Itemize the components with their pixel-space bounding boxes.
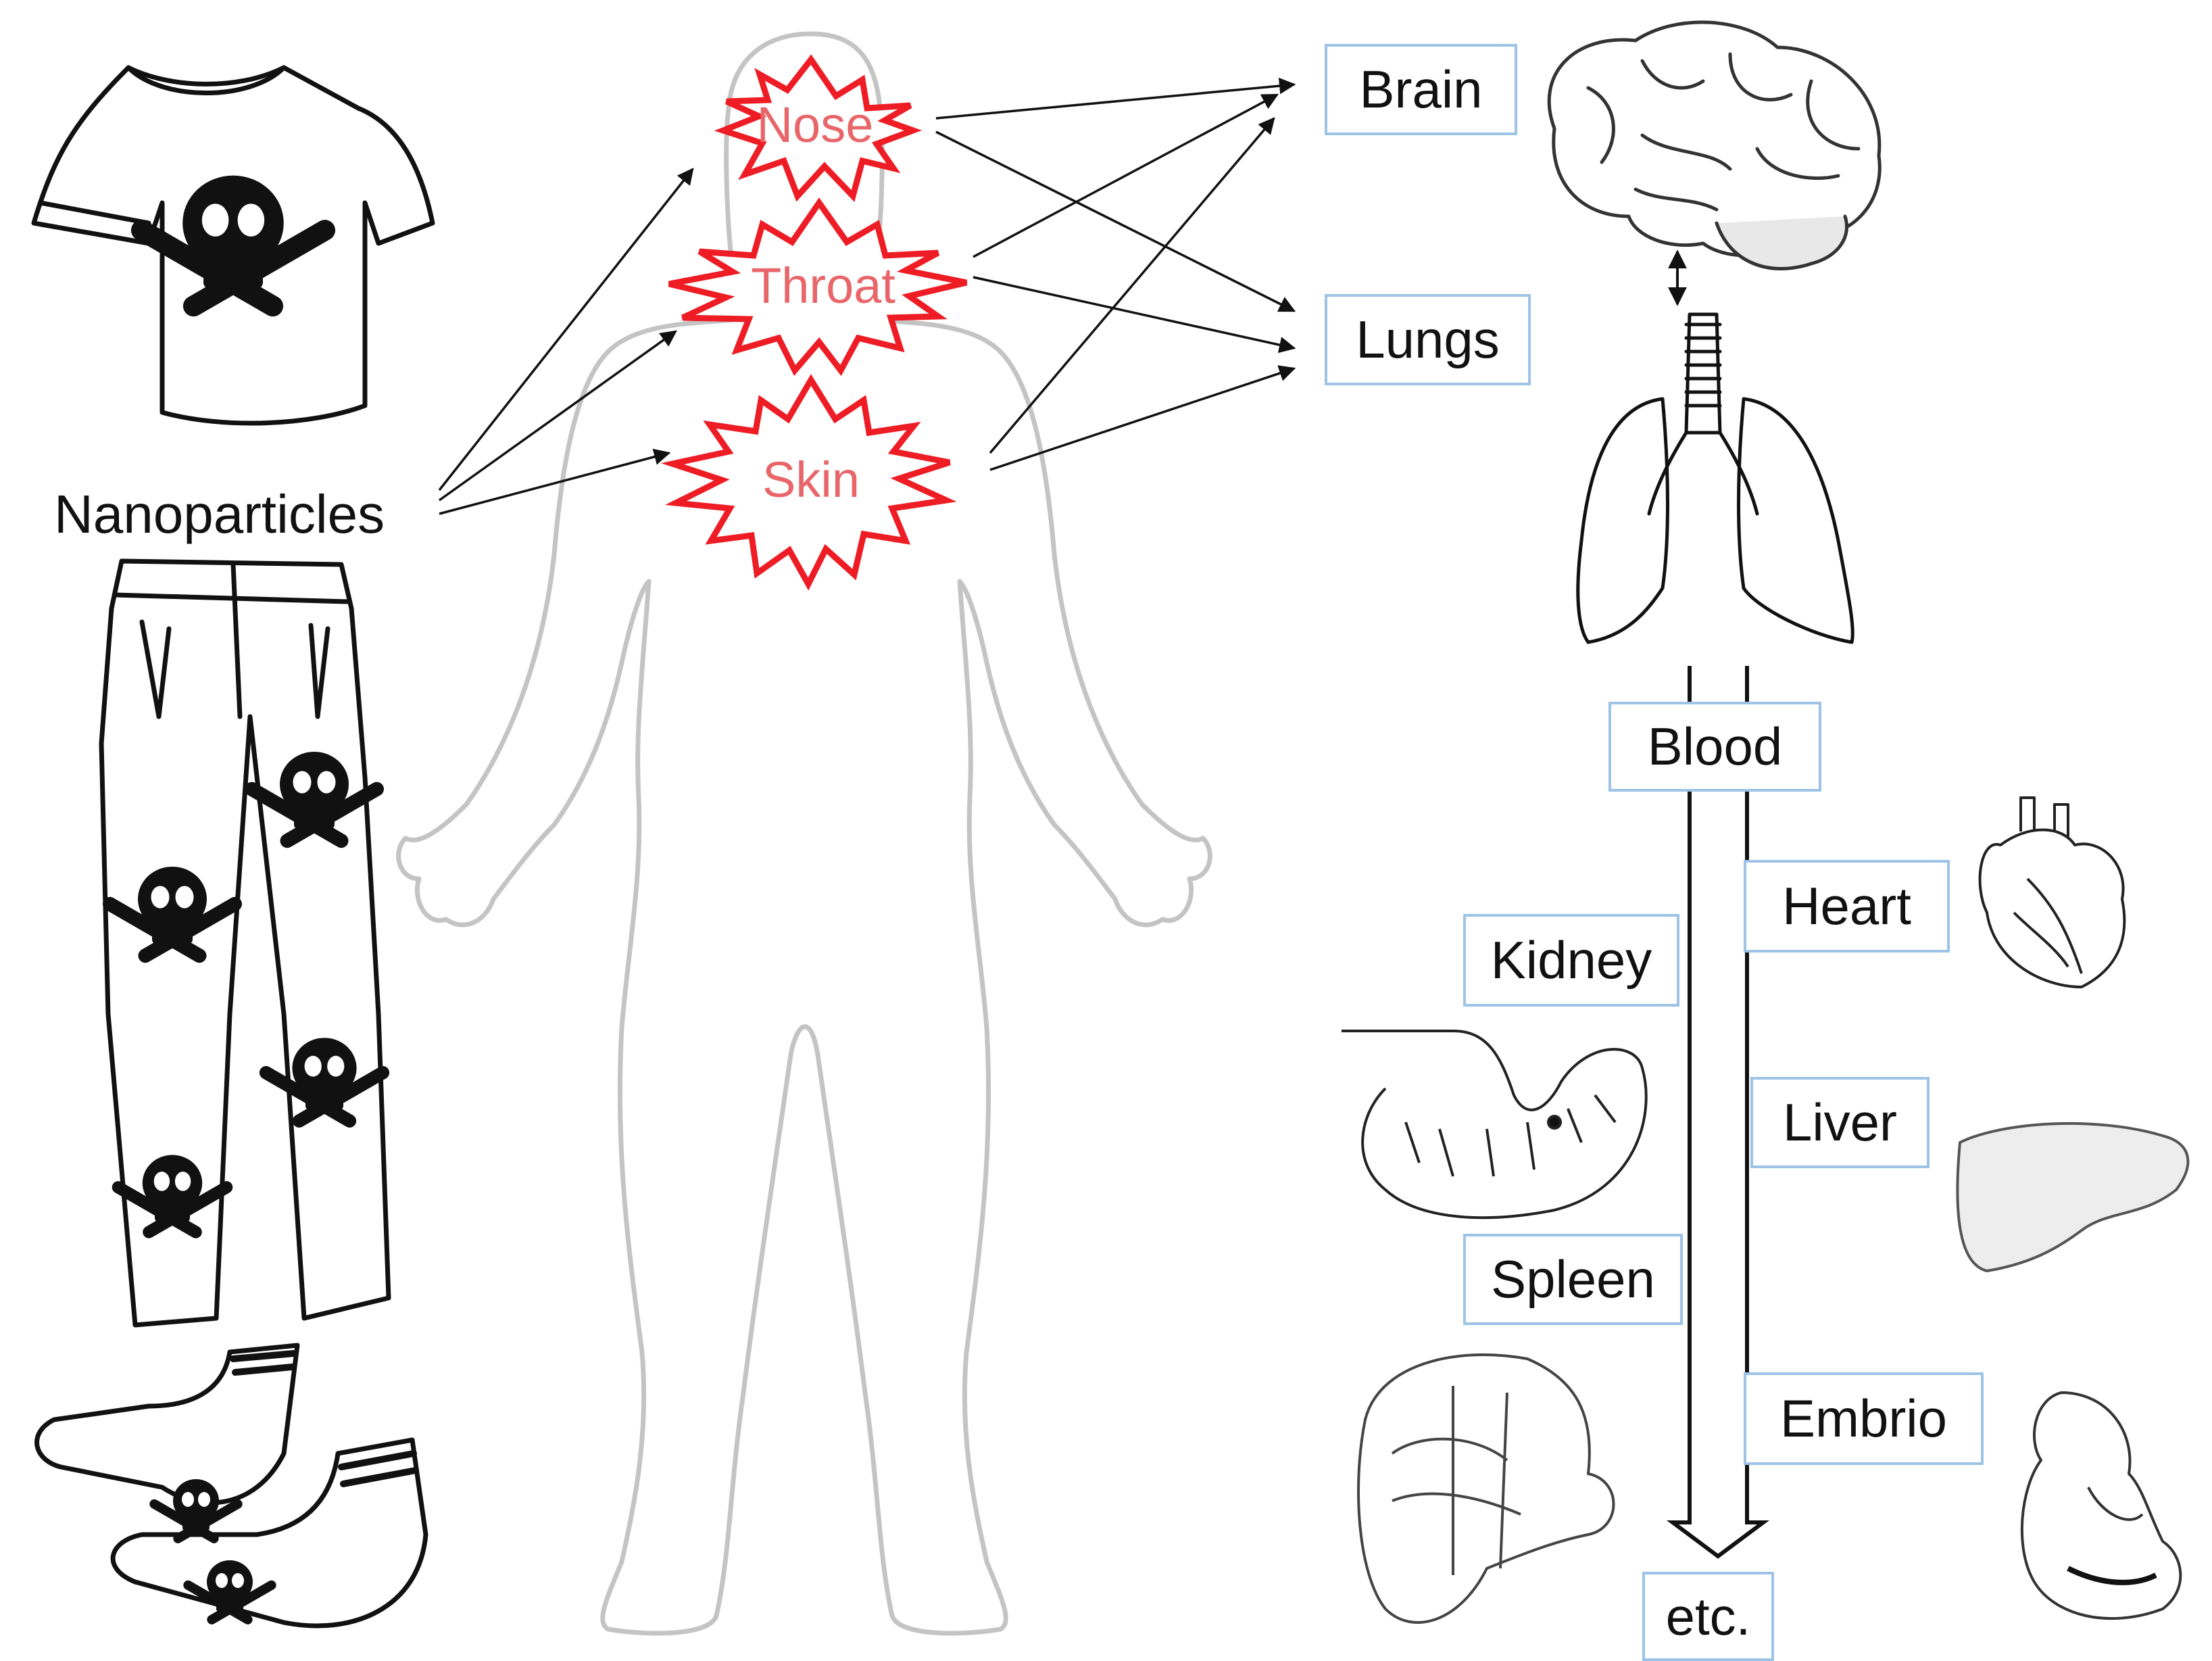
brain-box: Brain	[1325, 44, 1517, 135]
kidney-box: Kidney	[1463, 914, 1679, 1007]
blood-flow-arrow	[1666, 666, 1770, 1559]
skull-icons	[102, 175, 390, 1624]
liver-illustration	[1956, 1122, 2190, 1272]
lungs-illustration	[1576, 312, 1854, 644]
heart-illustration	[1978, 796, 2126, 988]
blood-box: Blood	[1608, 702, 1821, 792]
brain-illustration	[1547, 20, 1882, 270]
embryo-illustration	[2020, 1391, 2182, 1620]
exposure-arrows	[438, 168, 694, 515]
human-body-outline	[396, 31, 1212, 1636]
uptake-arrows	[935, 77, 1296, 471]
heart-box: Heart	[1744, 860, 1950, 953]
throat-burst	[668, 197, 968, 377]
lungs-box: Lungs	[1325, 294, 1531, 385]
spleen-box: Spleen	[1463, 1234, 1683, 1325]
spleen-illustration	[1357, 1353, 1615, 1624]
socks-illustration	[34, 1343, 428, 1629]
nose-burst	[714, 54, 923, 202]
etc-box: etc.	[1642, 1572, 1774, 1661]
embrio-box: Embrio	[1744, 1372, 1984, 1465]
nanoparticles-label: Nanoparticles	[54, 484, 385, 544]
skin-burst	[660, 374, 957, 591]
liver-box: Liver	[1750, 1077, 1930, 1168]
pants-illustration	[99, 558, 391, 1328]
kidney-illustration	[1342, 1030, 1648, 1220]
tshirt-illustration	[31, 65, 435, 426]
